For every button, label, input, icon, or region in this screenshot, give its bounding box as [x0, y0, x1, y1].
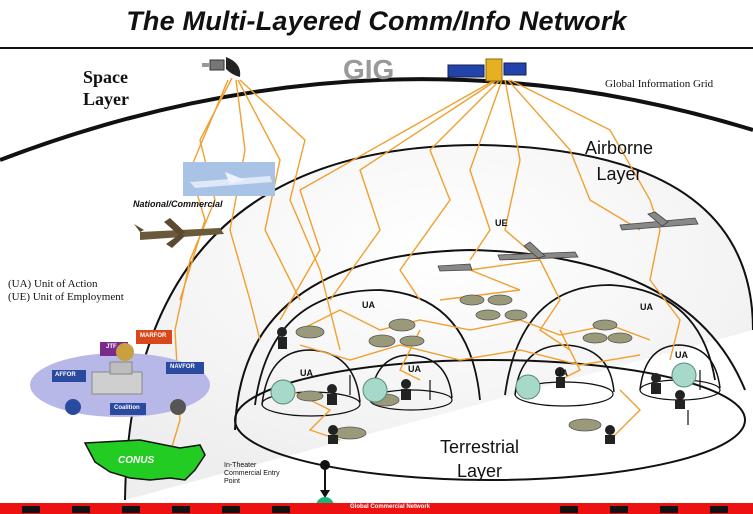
unit-globe-icon: [270, 362, 697, 405]
space-layer-label: Space Layer: [83, 67, 129, 109]
headquarters-icon: [30, 330, 210, 417]
unit-dome-2: [369, 354, 453, 401]
conus-map: [83, 439, 206, 481]
ue-definition: (UE) Unit of Employment: [8, 291, 124, 303]
ua-label-right: UA: [640, 302, 653, 312]
ua-label-unit-3: UA: [555, 368, 568, 378]
uav-icon: [619, 217, 699, 231]
coalition-label: Coalition: [114, 405, 140, 411]
antenna-icon: [349, 370, 701, 425]
marfor-label: MARFOR: [140, 333, 167, 339]
gig-label: GIG: [343, 54, 395, 85]
global-commercial-network-label: Global Commercial Network: [350, 504, 431, 510]
terrestrial-base-ellipse: [234, 359, 746, 481]
ua-label-unit-2: UA: [408, 364, 421, 374]
satellite-icon: [447, 58, 527, 82]
tank-icon: [295, 294, 633, 440]
in-theater-entry-label: In-Theater Commercial Entry Point: [224, 462, 280, 485]
global-commercial-network-bar: [0, 503, 753, 514]
ue-label: UE: [495, 218, 508, 228]
jtf-label: JTF: [106, 344, 117, 350]
unit-dome-3: [514, 344, 615, 396]
unit-dome-4: [639, 344, 721, 391]
terrestrial-layer-label: Terrestrial Layer: [440, 437, 520, 481]
ua-label-unit-1: UA: [300, 368, 313, 378]
ua-dome-right: [504, 284, 716, 396]
national-commercial-label: National/Commercial: [133, 199, 223, 209]
ua-dome-left: [254, 289, 481, 406]
ua-label-left: UA: [362, 300, 375, 310]
ua-definition: (UA) Unit of Action: [8, 278, 98, 290]
aircraft-icon: [134, 218, 224, 248]
uav-icon: [437, 263, 473, 272]
ua-label-unit-4: UA: [675, 350, 688, 360]
comm-links: [164, 77, 681, 471]
diagram-title: The Multi-Layered Comm/Info Network: [126, 6, 627, 36]
space-layer-arc: [0, 77, 753, 162]
satellite-icon: [202, 57, 241, 77]
airborne-layer-label: Airborne Layer: [585, 138, 654, 184]
global-information-grid-label: Global Information Grid: [605, 78, 714, 90]
soldier-icon: [277, 327, 685, 444]
unit-dome-1: [261, 349, 361, 406]
affor-label: AFFOR: [55, 372, 76, 378]
airborne-layer-dome: [124, 143, 753, 501]
conus-label: CONUS: [118, 455, 155, 466]
navfor-label: NAVFOR: [170, 364, 195, 370]
